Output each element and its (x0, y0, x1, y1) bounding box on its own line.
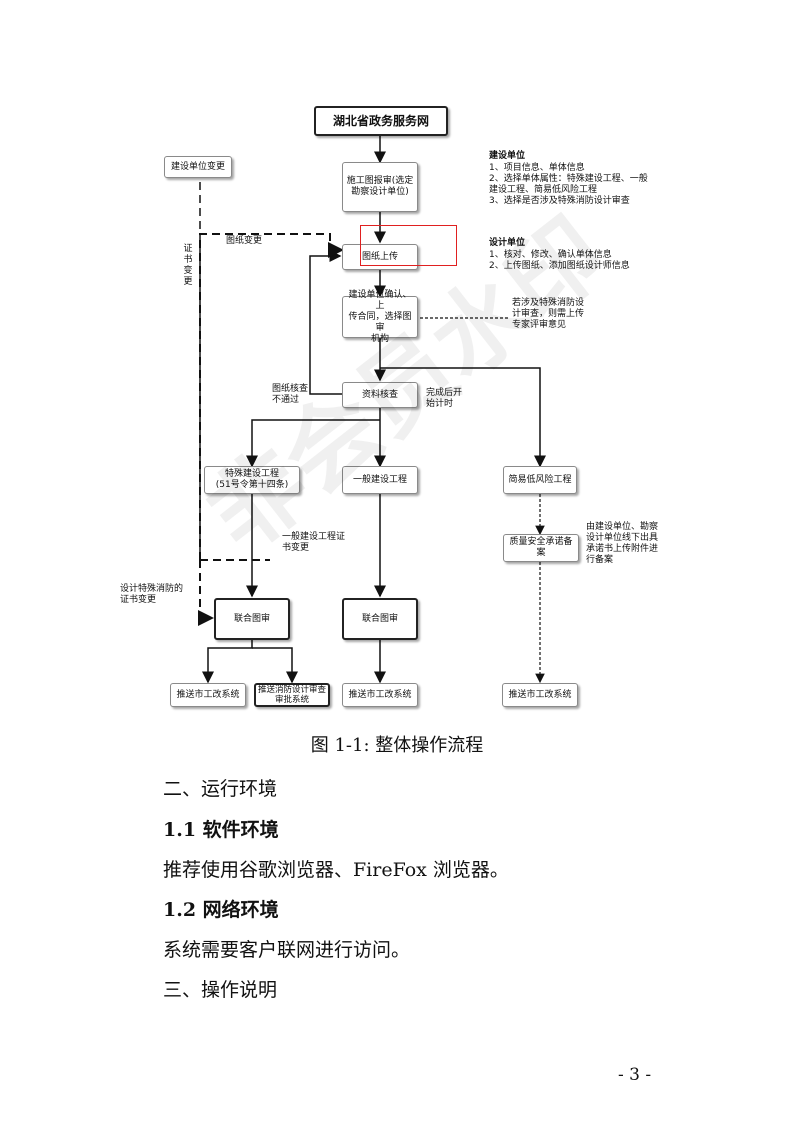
section-heading-operation: 三、操作说明 (163, 979, 278, 1001)
quality-safety-note: 由建设单位、勘察 设计单位线下出具 承诺书上传附件进 行备案 (586, 522, 659, 565)
push-city-box-1: 推送市工改系统 (170, 683, 246, 707)
section-heading-software: 1.1 软件环境 (163, 819, 279, 841)
general-cert-change-label: 一般建设工程证 书变更 (282, 532, 346, 553)
confirm-box: 建设单位确认、上 传合同，选择图审 机构 (342, 290, 418, 344)
joint-review-box-2: 联合图审 (342, 598, 418, 640)
design-unit-title: 设计单位 (489, 238, 526, 248)
construction-unit-items: 1、项目信息、单体信息 2、选择单体属性：特殊建设工程、一般 建设工程、简易低风… (489, 163, 648, 206)
section-heading-network: 1.2 网络环境 (163, 899, 279, 921)
drawing-change-label: 图纸变更 (226, 236, 263, 246)
material-check-box: 资料核查 (342, 382, 418, 408)
push-city-box-2: 推送市工改系统 (342, 683, 418, 707)
push-fire-box: 推送消防设计审查 审批系统 (254, 683, 330, 707)
construction-unit-title: 建设单位 (489, 151, 526, 161)
general-project-box: 一般建设工程 (342, 466, 418, 494)
push-city-box-3: 推送市工改系统 (502, 683, 578, 707)
certificate-change-label: 证 书 变 更 (183, 244, 193, 287)
section-heading-runtime: 二、运行环境 (163, 778, 278, 800)
quality-safety-box: 质量安全承诺备案 (503, 534, 579, 562)
report-box: 施工图报审(选定 勘察设计单位) (342, 162, 418, 212)
design-unit-items: 1、核对、修改、确认单体信息 2、上传图纸、添加图纸设计师信息 (489, 250, 630, 271)
highlight-frame (360, 225, 457, 266)
timing-note: 完成后开 始计时 (426, 388, 463, 409)
software-text: 推荐使用谷歌浏览器、FireFox 浏览器。 (163, 859, 509, 881)
page-number: - 3 - (618, 1065, 652, 1085)
network-text: 系统需要客户联网进行访问。 (163, 939, 411, 961)
flowchart-connectors (198, 136, 546, 684)
figure-caption: 图 1-1: 整体操作流程 (310, 735, 484, 756)
flowchart: 湖北省政务服务网 建设单位变更 证 书 变 更 施工图报审(选定 勘察设计单位)… (120, 106, 659, 707)
joint-review-box-1: 联合图审 (214, 598, 290, 640)
special-project-box: 特殊建设工程 (51号令第十四条) (204, 466, 300, 494)
fire-review-note: 若涉及特殊消防设 计审查，则需上传 专家评审意见 (512, 298, 585, 330)
fire-cert-change-label: 设计特殊消防的 证书变更 (120, 584, 184, 605)
top-box-portal: 湖北省政务服务网 (314, 106, 448, 136)
low-risk-project-box: 简易低风险工程 (503, 466, 577, 494)
construction-unit-change-box: 建设单位变更 (164, 156, 232, 178)
check-fail-label: 图纸核查 不通过 (272, 384, 309, 405)
